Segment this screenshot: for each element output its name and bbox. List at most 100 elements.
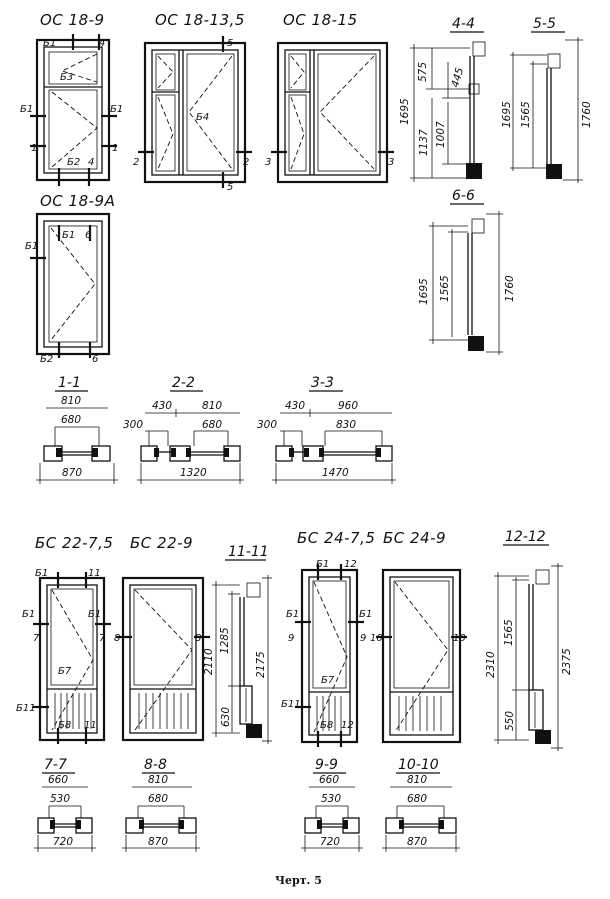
title-os-18-9: ОС 18-9 — [40, 11, 105, 29]
dim-530: 530 — [50, 793, 70, 805]
mark-8: 8 — [195, 633, 201, 644]
dim-630: 630 — [220, 707, 232, 727]
dim-430: 430 — [152, 400, 172, 412]
mark-b1: Б1 — [286, 609, 299, 620]
dim-870: 870 — [148, 836, 168, 848]
label-section-10-10: 10-10 — [398, 757, 439, 773]
label-section-4-4: 4-4 — [452, 16, 475, 32]
dim-680: 680 — [407, 793, 427, 805]
dim-300: 300 — [257, 419, 277, 431]
mark-6: 6 — [92, 354, 98, 365]
dim-575: 575 — [417, 62, 429, 82]
dim-1285: 1285 — [219, 627, 231, 654]
figure-caption: Черт. 5 — [275, 874, 322, 887]
dim-1695: 1695 — [501, 101, 513, 128]
mark-b1: Б1 — [20, 104, 33, 115]
mark-b7: Б7 — [321, 675, 335, 686]
dim-870: 870 — [62, 467, 82, 479]
section-4-4: 4-4 575 445 1695 1137 1007 — [399, 16, 486, 182]
dim-720: 720 — [320, 836, 340, 848]
title-bs-22-9: БС 22-9 — [130, 534, 193, 552]
dim-1695: 1695 — [399, 98, 411, 125]
dim-830: 830 — [336, 419, 356, 431]
section-11-11: 11-11 1285 2110 2175 630 — [203, 544, 272, 744]
dim-550: 550 — [504, 711, 516, 731]
label-section-9-9: 9-9 — [315, 757, 338, 773]
dim-660: 660 — [319, 774, 339, 786]
mark-b1: Б1 — [359, 609, 372, 620]
dim-2310: 2310 — [485, 651, 497, 678]
dim-810: 810 — [407, 774, 427, 786]
dim-430: 430 — [285, 400, 305, 412]
dim-2375: 2375 — [561, 648, 573, 675]
section-6-6: 6-6 1695 1565 1760 — [418, 188, 516, 355]
title-os-18-9a: ОС 18-9А — [40, 192, 115, 210]
mark-4: 4 — [88, 157, 94, 168]
door-bs-24-9: БС 24-9 10 10 — [370, 529, 467, 744]
dim-1760: 1760 — [581, 101, 593, 128]
mark-b1: Б1 — [62, 230, 75, 241]
label-section-6-6: 6-6 — [452, 188, 475, 204]
door-bs-24-7-5: БС 24-7,5 Б1 12 Б1 Б1 9 9 Б7 Б11 Б8 12 — [281, 529, 375, 747]
dim-680: 680 — [148, 793, 168, 805]
window-os-18-13-5: ОС 18-13,5 5 Б4 2 2 5 — [133, 11, 252, 193]
dim-530: 530 — [321, 793, 341, 805]
dim-810: 810 — [202, 400, 222, 412]
door-bs-22-9: БС 22-9 8 8 — [114, 534, 210, 742]
mark-b11: Б11 — [281, 699, 301, 710]
dim-1470: 1470 — [322, 467, 349, 479]
mark-b3: Б3 — [60, 72, 73, 83]
dim-2175: 2175 — [255, 651, 267, 678]
mark-1: 1 — [112, 143, 118, 154]
mark-12: 12 — [344, 559, 357, 570]
section-8-8: 8-8 810 680 870 — [122, 757, 200, 852]
section-9-9: 9-9 660 530 720 — [301, 757, 363, 852]
mark-b1: Б1 — [110, 104, 123, 115]
section-5-5: 5-5 1695 1565 1760 — [501, 16, 593, 183]
mark-b4: Б4 — [196, 112, 209, 123]
window-os-18-15: ОС 18-15 3 3 — [265, 11, 394, 184]
title-os-18-15: ОС 18-15 — [283, 11, 358, 29]
label-section-2-2: 2-2 — [172, 375, 195, 391]
mark-b2: Б2 — [67, 157, 80, 168]
mark-9: 9 — [360, 633, 366, 644]
mark-11: 11 — [88, 568, 101, 579]
dim-1760: 1760 — [504, 275, 516, 302]
mark-b1: Б1 — [35, 568, 48, 579]
dim-2110: 2110 — [203, 648, 215, 675]
mark-b1: Б1 — [25, 241, 38, 252]
label-section-8-8: 8-8 — [144, 757, 167, 773]
dim-960: 960 — [338, 400, 358, 412]
dim-1320: 1320 — [180, 467, 207, 479]
mark-9: 9 — [288, 633, 294, 644]
label-section-12-12: 12-12 — [505, 529, 546, 545]
dim-1565: 1565 — [520, 101, 532, 128]
dim-1137: 1137 — [418, 129, 430, 156]
mark-4: 4 — [99, 38, 105, 49]
mark-b1: Б1 — [22, 609, 35, 620]
mark-10: 10 — [453, 633, 466, 644]
mark-b1: Б1 — [316, 559, 329, 570]
mark-11: 11 — [84, 720, 97, 731]
mark-3: 3 — [388, 157, 394, 168]
mark-1: 1 — [31, 143, 37, 154]
title-bs-24-9: БС 24-9 — [383, 529, 446, 547]
mark-b8: Б8 — [320, 720, 333, 731]
dim-810: 810 — [61, 395, 81, 407]
mark-b1: Б1 — [88, 609, 101, 620]
section-7-7: 7-7 660 530 720 — [34, 757, 96, 852]
dim-1007: 1007 — [435, 121, 447, 148]
dim-1565: 1565 — [503, 619, 515, 646]
label-section-7-7: 7-7 — [44, 757, 67, 773]
title-os-18-13-5: ОС 18-13,5 — [155, 11, 245, 29]
mark-12: 12 — [341, 720, 354, 731]
mark-b1: Б1 — [43, 38, 56, 49]
mark-3: 3 — [265, 157, 271, 168]
mark-b2: Б2 — [40, 354, 53, 365]
dim-680: 680 — [61, 414, 81, 426]
dim-680: 680 — [202, 419, 222, 431]
section-10-10: 10-10 810 680 870 — [382, 757, 460, 852]
mark-2: 2 — [243, 157, 249, 168]
label-section-3-3: 3-3 — [311, 375, 334, 391]
mark-8: 8 — [114, 633, 120, 644]
